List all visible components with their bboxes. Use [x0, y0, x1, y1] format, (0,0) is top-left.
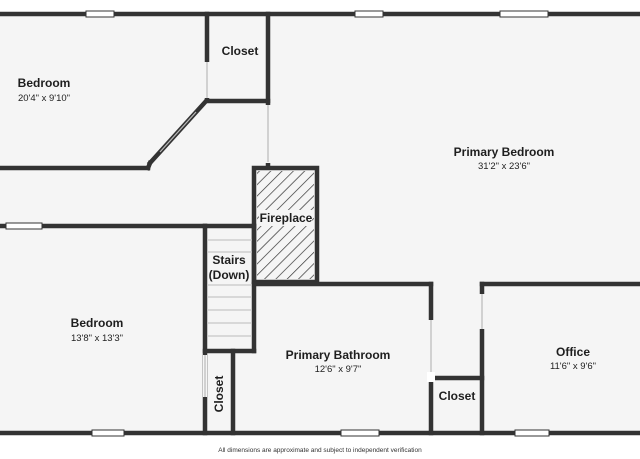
bedroom-top-left-dims: 20'4" x 9'10"	[18, 93, 70, 104]
window	[499, 10, 549, 18]
bedroom-bottom-left-name: Bedroom	[71, 316, 124, 330]
window	[427, 372, 435, 382]
office-dims: 11'6" x 9'6"	[550, 361, 596, 372]
bedroom-top-left-name: Bedroom	[18, 76, 71, 90]
window	[91, 429, 125, 437]
window	[5, 222, 43, 230]
window	[340, 429, 380, 437]
window	[354, 10, 384, 18]
door-lines	[159, 62, 483, 397]
primary-bedroom-dims: 31'2" x 23'6"	[478, 161, 530, 172]
closet-vertical-name: Closet	[212, 376, 226, 413]
stair-treads	[207, 239, 252, 337]
fireplace-name: Fireplace	[260, 211, 313, 225]
closet-bath-name: Closet	[439, 389, 476, 403]
closet-top-name: Closet	[222, 44, 259, 58]
stairs-name-line2: (Down)	[209, 268, 250, 282]
office-name: Office	[556, 345, 590, 359]
primary-bedroom-name: Primary Bedroom	[454, 145, 555, 159]
window	[85, 10, 115, 18]
primary-bathroom-dims: 12'6" x 9'7"	[315, 364, 362, 375]
bedroom-bottom-left-dims: 13'8" x 13'3"	[71, 333, 123, 344]
fireplace-label-bg	[259, 210, 312, 226]
window	[514, 429, 550, 437]
primary-bathroom-name: Primary Bathroom	[286, 348, 391, 362]
disclaimer-footnote: All dimensions are approximate and subje…	[218, 447, 422, 454]
windows	[5, 10, 550, 437]
stairs-name-line1: Stairs	[212, 253, 246, 267]
